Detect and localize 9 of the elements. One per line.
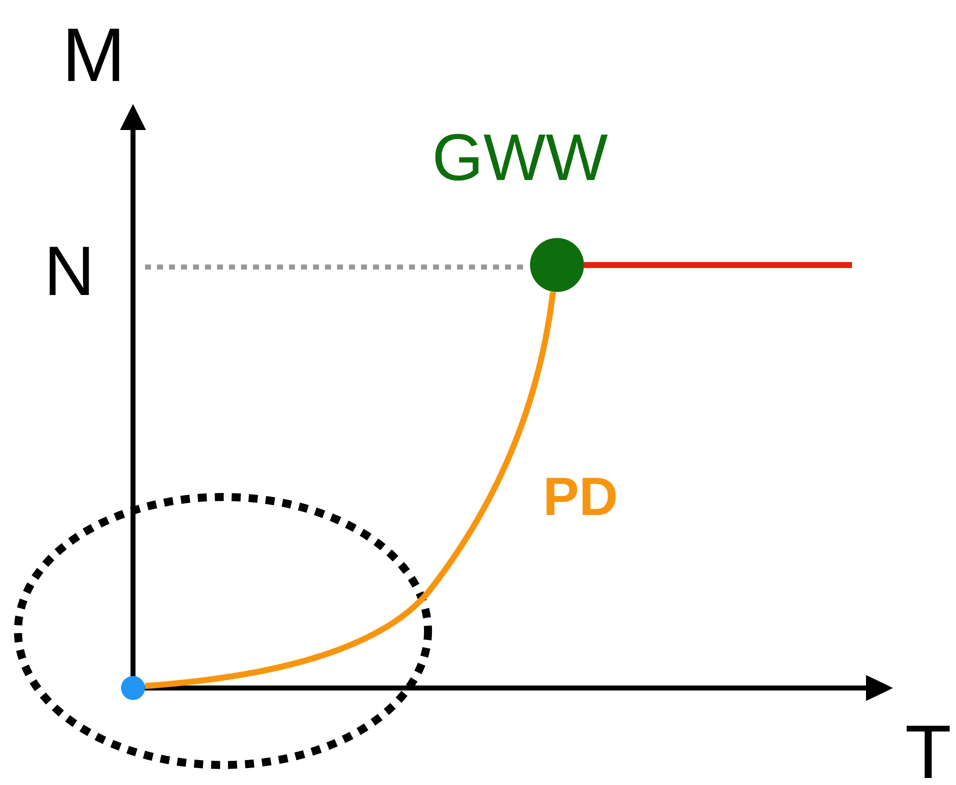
edge-label: PD [543,470,618,524]
node-label: GWW [432,124,608,190]
line [584,262,852,268]
axis-label: M [62,18,126,94]
curve [144,292,556,689]
highlight-ring [14,493,432,769]
axis-label: N [44,236,95,306]
origin-dot [121,676,145,700]
axis-label: T [905,715,952,785]
